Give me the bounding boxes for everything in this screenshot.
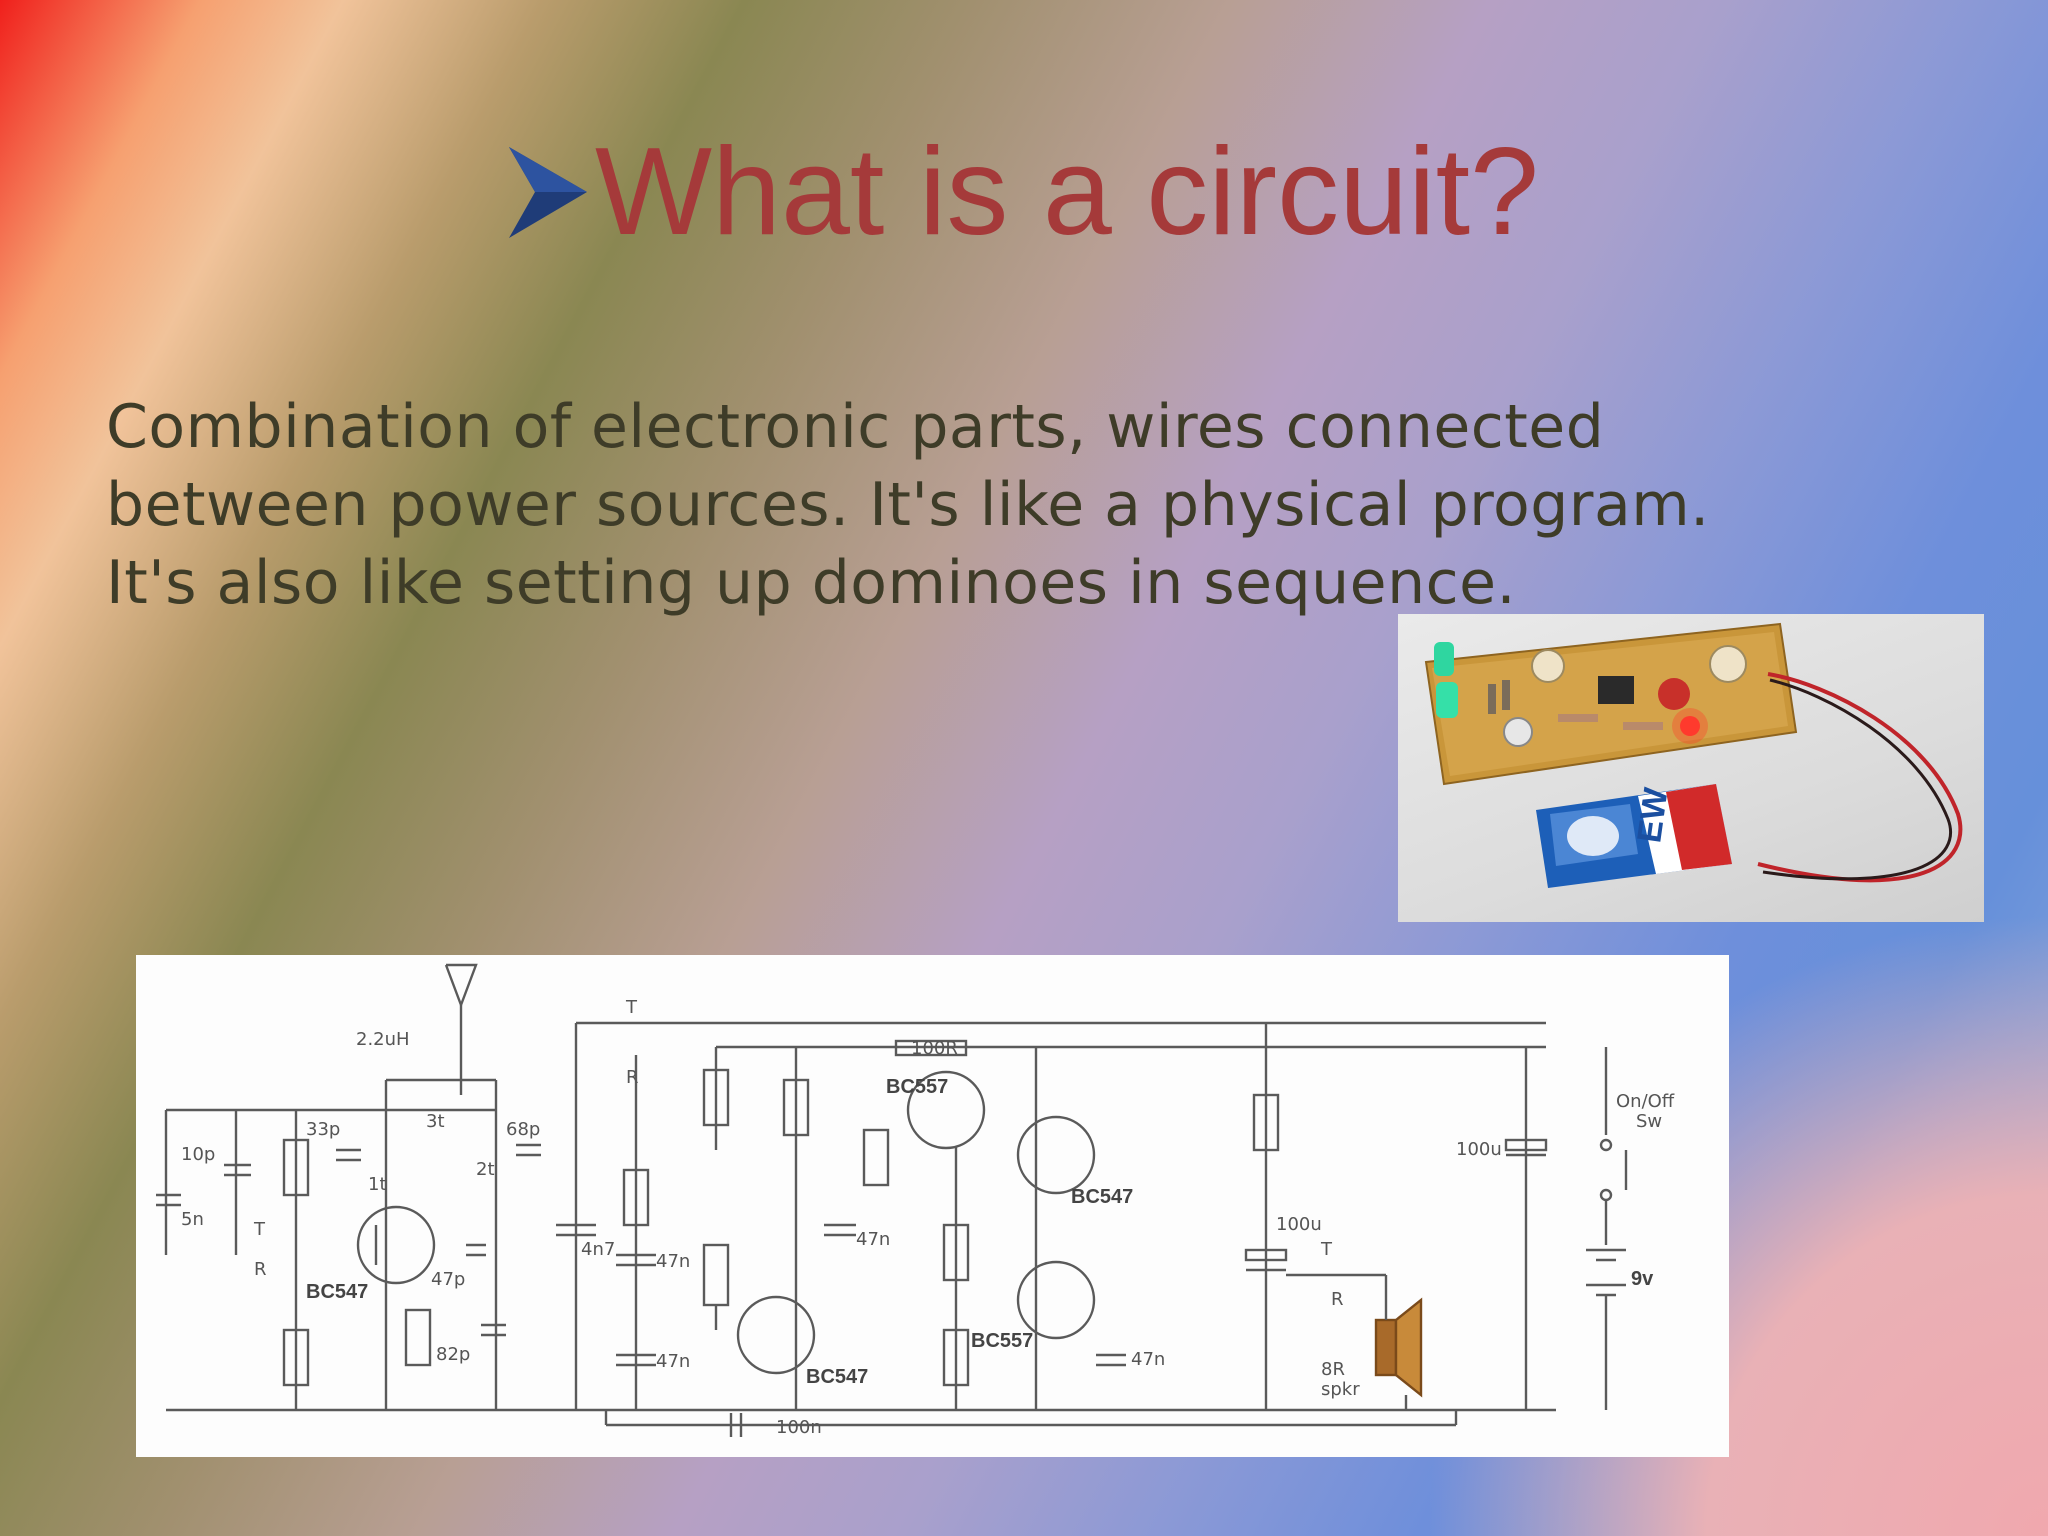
body-line: It's also like setting up dominoes in se… xyxy=(106,548,1517,618)
arrow-bullet-icon xyxy=(508,146,587,238)
circuit-schematic: 2.2uH T R 100R BC557 BC547 BC547 BC557 B… xyxy=(136,955,1729,1457)
schematic-label: 47n xyxy=(656,1351,690,1372)
schematic-label: 100R xyxy=(911,1038,958,1059)
schematic-label: BC547 xyxy=(806,1366,868,1388)
schematic-label: BC547 xyxy=(1071,1186,1133,1208)
body-text: Combination of electronic parts, wires c… xyxy=(106,388,1986,622)
schematic-label: On/Off xyxy=(1616,1091,1675,1112)
schematic-label: R xyxy=(254,1259,267,1280)
schematic-label: BC557 xyxy=(971,1330,1033,1352)
schematic-label: spkr xyxy=(1321,1379,1360,1400)
schematic-label: BC557 xyxy=(886,1076,948,1098)
schematic-label: 100u xyxy=(1276,1214,1322,1235)
schematic-label: 82p xyxy=(436,1344,470,1365)
schematic-label: R xyxy=(626,1067,639,1088)
schematic-label: 100u xyxy=(1456,1139,1502,1160)
schematic-label: 33p xyxy=(306,1119,340,1140)
schematic-drawing: 2.2uH T R 100R BC557 BC547 BC547 BC557 B… xyxy=(156,963,1675,1438)
circuit-photo: EW xyxy=(1398,614,1984,922)
body-line: Combination of electronic parts, wires c… xyxy=(106,392,1605,462)
schematic-label: 5n xyxy=(181,1209,204,1230)
schematic-label: 47n xyxy=(856,1229,890,1250)
schematic-label: 100n xyxy=(776,1417,822,1438)
schematic-label: 8R xyxy=(1321,1359,1345,1380)
title-text: What is a circuit? xyxy=(594,123,1540,261)
schematic-label: 47p xyxy=(431,1269,465,1290)
schematic-label: T xyxy=(253,1219,266,1240)
schematic-label: T xyxy=(1320,1239,1333,1260)
schematic-label: R xyxy=(1331,1289,1344,1310)
svg-text:EW: EW xyxy=(1630,785,1675,845)
circuit-board-image: EW xyxy=(1424,622,1963,888)
body-line: between power sources. It's like a physi… xyxy=(106,470,1710,540)
schematic-label: 2t xyxy=(476,1159,495,1180)
schematic-label: Sw xyxy=(1636,1111,1662,1132)
schematic-label: 1t xyxy=(368,1174,387,1195)
schematic-label: 10p xyxy=(181,1144,215,1165)
schematic-label: T xyxy=(625,997,638,1018)
battery-label: 9v xyxy=(1631,1268,1654,1290)
schematic-label: 47n xyxy=(656,1251,690,1272)
slide-title: What is a circuit? xyxy=(0,122,2048,262)
schematic-label: 68p xyxy=(506,1119,540,1140)
schematic-label: 3t xyxy=(426,1111,445,1132)
schematic-label: 4n7 xyxy=(581,1239,615,1260)
schematic-label: BC547 xyxy=(306,1281,368,1303)
schematic-label: 47n xyxy=(1131,1349,1165,1370)
schematic-label: 2.2uH xyxy=(356,1029,410,1050)
